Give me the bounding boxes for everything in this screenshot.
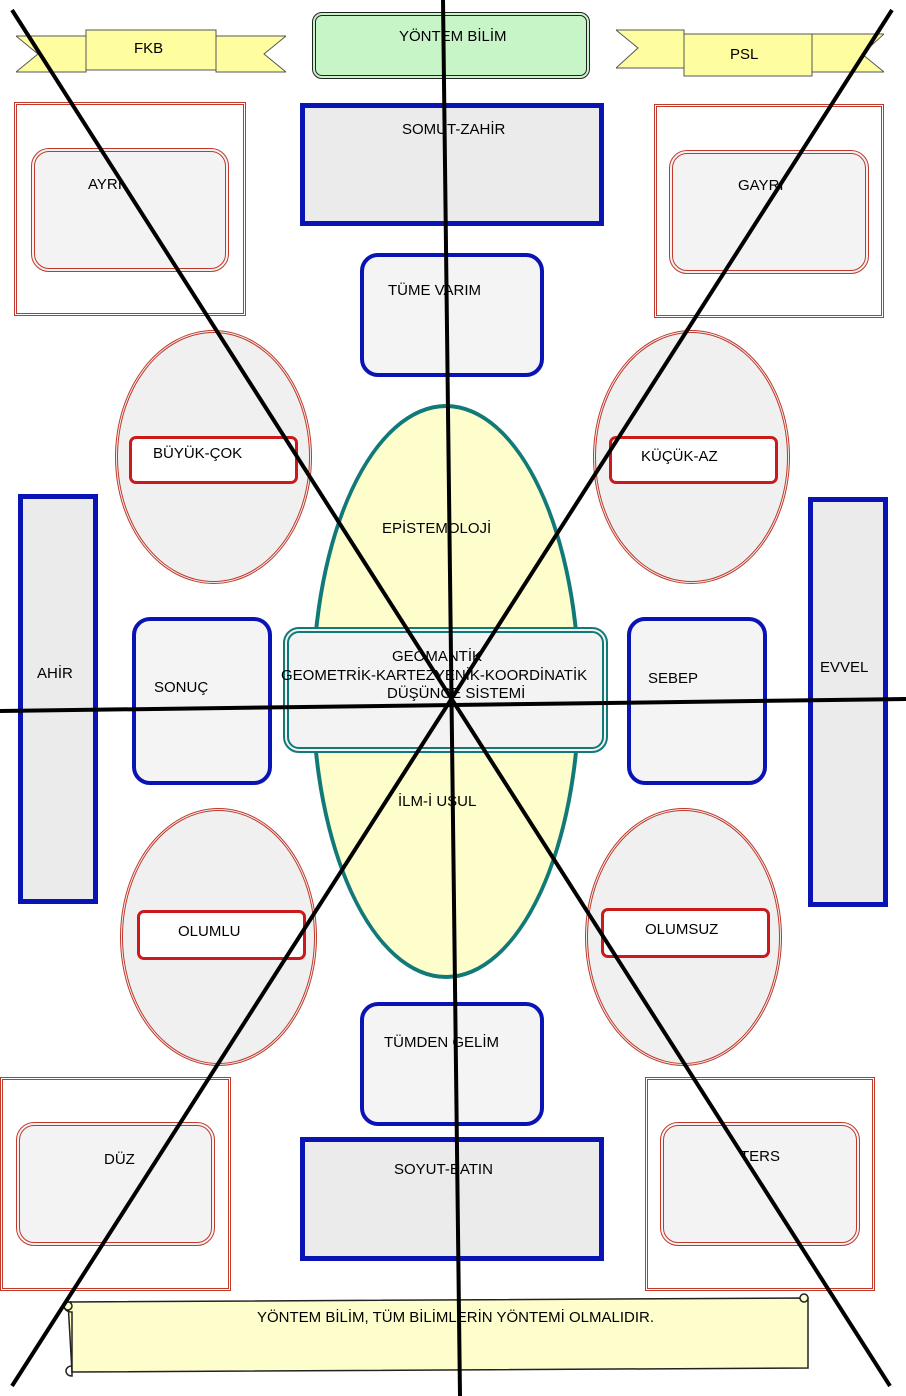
- ilm-i-usul-label: İLM-İ USUL: [398, 793, 477, 810]
- fkb-label: FKB: [134, 40, 164, 57]
- tume-varim-box: [360, 253, 544, 377]
- tumden-gelim-box: [360, 1002, 544, 1126]
- soyut-batin-box: [300, 1137, 604, 1261]
- buyuk-cok-pill: [129, 436, 298, 484]
- geomantik-line-2: GEOMETRİK-KARTEZYENİK-KOORDİNATİK: [281, 667, 588, 684]
- tumden-gelim-label: TÜMDEN GELİM: [384, 1034, 500, 1051]
- vertical-line: [441, 0, 462, 1396]
- sonuc-box: [132, 617, 272, 785]
- kucuk-az-label: KÜÇÜK-AZ: [641, 448, 718, 465]
- horizontal-line: [0, 697, 906, 713]
- sonuc-label: SONUÇ: [154, 679, 209, 696]
- epistemoloji-label: EPİSTEMOLOJİ: [382, 520, 492, 537]
- psl-label: PSL: [730, 46, 759, 63]
- ahir-label: AHİR: [37, 665, 73, 682]
- title-box: [312, 12, 590, 79]
- kucuk-az-pill: [609, 436, 778, 484]
- duz-label: DÜZ: [104, 1151, 135, 1168]
- soyut-batin-label: SOYUT-BATIN: [394, 1161, 493, 1178]
- psl-banner: [616, 29, 884, 77]
- evvel-label: EVVEL: [820, 659, 869, 676]
- buyuk-cok-label: BÜYÜK-ÇOK: [153, 445, 243, 462]
- somut-zahir-label: SOMUT-ZAHİR: [402, 121, 506, 138]
- ters-label: TERS: [740, 1148, 781, 1165]
- olumlu-label: OLUMLU: [178, 923, 241, 940]
- fkb-banner: [16, 29, 286, 73]
- tume-varim-label: TÜME VARIM: [388, 282, 482, 299]
- ayri-inner: [31, 148, 229, 272]
- olumsuz-label: OLUMSUZ: [645, 921, 719, 938]
- gayri-inner: [669, 150, 869, 274]
- ayri-label: AYRI: [88, 176, 122, 193]
- footer-text: YÖNTEM BİLİM, TÜM BİLİMLERİN YÖNTEMİ OLM…: [257, 1309, 655, 1326]
- footer-scroll: [63, 1293, 809, 1377]
- sebep-label: SEBEP: [648, 670, 699, 687]
- olumlu-pill: [137, 910, 306, 960]
- somut-zahir-box: [300, 103, 604, 226]
- title: YÖNTEM BİLİM: [399, 28, 507, 45]
- geomantik-line-1: GEOMANTİK: [392, 648, 483, 665]
- ahir-bar: [18, 494, 98, 904]
- olumsuz-pill: [601, 908, 770, 958]
- gayri-label: GAYRI: [738, 177, 784, 194]
